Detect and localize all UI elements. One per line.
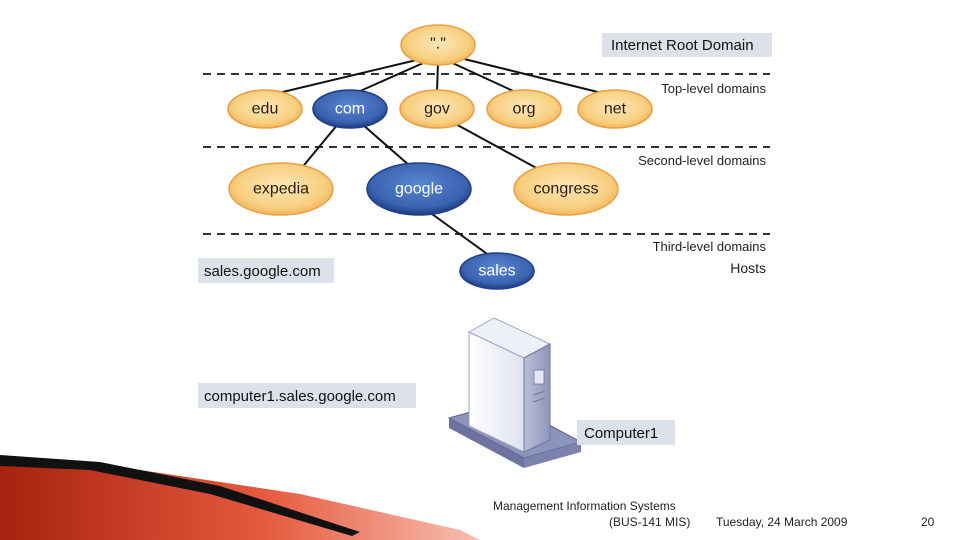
level-label-hosts: Hosts xyxy=(730,260,766,276)
tld-label-gov: gov xyxy=(424,101,450,118)
server-icon xyxy=(447,317,583,468)
root-label: Internet Root Domain xyxy=(611,37,754,54)
footer-page-number: 20 xyxy=(921,515,935,529)
sld-node-expedia xyxy=(228,162,334,216)
tld-node-com xyxy=(312,89,388,129)
tld-label-com: com xyxy=(335,101,365,118)
footer-code: (BUS-141 MIS) xyxy=(609,515,691,529)
computer-label: Computer1 xyxy=(584,425,658,442)
example-domain-label: sales.google.com xyxy=(204,263,321,280)
example-host-box xyxy=(198,383,416,408)
edge-root-org xyxy=(445,59,525,97)
edge-gov-congress xyxy=(451,121,541,171)
edge-com-expedia xyxy=(299,123,339,171)
edge-root-net xyxy=(451,55,615,97)
root-node xyxy=(400,24,476,66)
decoration-black-stroke xyxy=(0,455,360,536)
edge-root-edu xyxy=(265,57,426,97)
edge-google-sales xyxy=(431,213,491,257)
sld-node-google xyxy=(366,162,472,216)
third-level-node-sales xyxy=(459,252,535,290)
tld-nodes: edu com gov org net xyxy=(227,89,653,129)
tld-node-gov xyxy=(399,89,475,129)
level-label-third: Third-level domains xyxy=(653,239,767,254)
edge-com-google xyxy=(361,123,411,167)
slide-decoration xyxy=(0,455,480,540)
third-level-label-sales: sales xyxy=(478,263,515,280)
level-label-top: Top-level domains xyxy=(661,81,766,96)
root-node-label: "." xyxy=(430,36,446,53)
example-host-label: computer1.sales.google.com xyxy=(204,388,396,405)
edge-root-gov xyxy=(436,61,439,93)
level-label-second: Second-level domains xyxy=(638,153,766,168)
sld-node-congress xyxy=(513,162,619,216)
level-separators xyxy=(203,73,770,235)
footer-date: Tuesday, 24 March 2009 xyxy=(716,515,848,529)
sld-nodes: expedia google congress xyxy=(228,162,619,216)
tld-node-edu xyxy=(227,89,303,129)
edge-root-com xyxy=(348,59,431,97)
root-label-box xyxy=(602,33,772,57)
tld-label-net: net xyxy=(604,101,627,118)
computer-label-box xyxy=(577,420,675,445)
sld-label-google: google xyxy=(395,181,443,198)
connectors xyxy=(265,55,615,257)
footer-course: Management Information Systems xyxy=(493,499,676,513)
sld-label-expedia: expedia xyxy=(253,181,309,198)
example-domain-box xyxy=(198,258,334,283)
tld-label-org: org xyxy=(512,101,535,118)
tld-node-net xyxy=(577,89,653,129)
tld-label-edu: edu xyxy=(252,101,279,118)
tld-node-org xyxy=(486,89,562,129)
sld-label-congress: congress xyxy=(534,181,599,198)
